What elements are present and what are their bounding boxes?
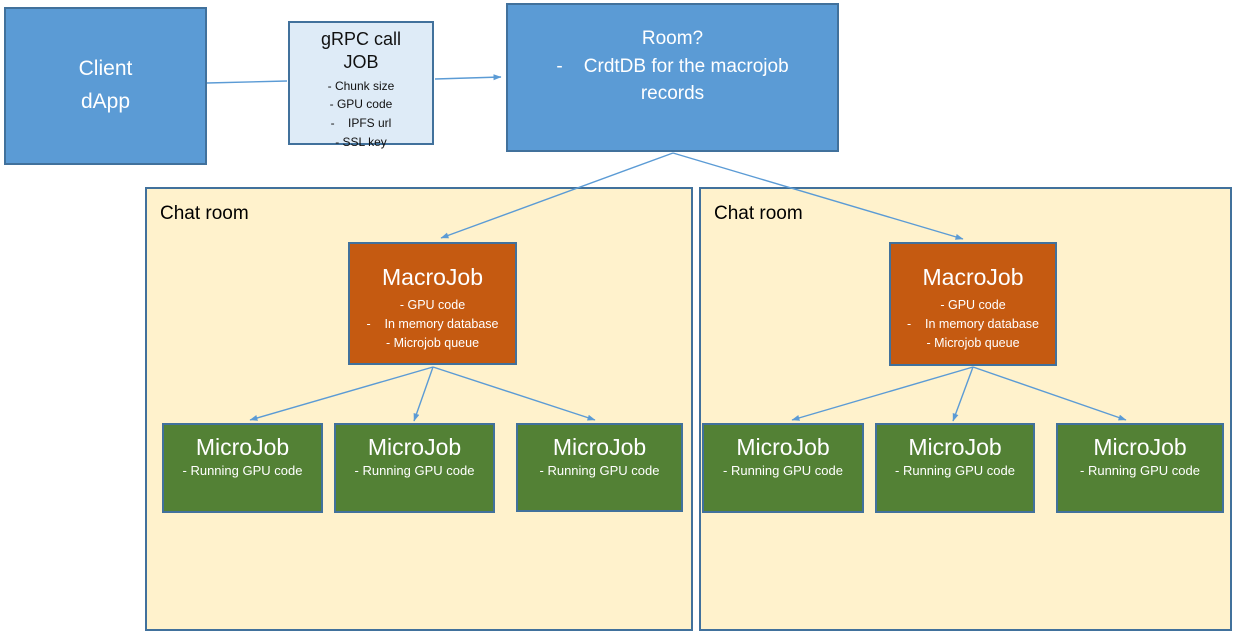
microjob-title: MicroJob (552, 434, 647, 460)
microjob-title: MicroJob (1093, 434, 1187, 460)
room-description: - CrdtDB for the macrojob records (556, 55, 789, 105)
microjob-bullet-running-gpu-code: - Running GPU code (182, 463, 303, 478)
microjob-title: MicroJob (736, 434, 830, 460)
microjob-title: MicroJob (908, 434, 1002, 460)
microjob-bullet-running-gpu-code: - Running GPU code (539, 463, 660, 478)
chat-room-label: Chat room (714, 203, 803, 224)
macrojob-bullet-gpu-code: - GPU code (940, 298, 1006, 312)
microjob-title: MicroJob (195, 434, 290, 460)
microjob-bullet-running-gpu-code: - Running GPU code (895, 463, 1015, 478)
microjob-bullet-running-gpu-code: - Running GPU code (1080, 463, 1200, 478)
macrojob-bullet-gpu-code: - GPU code (399, 298, 466, 312)
grpc-bullet-ipfs-url: - IPFS url (330, 115, 392, 130)
macrojob-bullet-in-memory-db: - In memory database (906, 316, 1039, 331)
microjob-title: MicroJob (367, 434, 462, 460)
grpc-bullet-ssl-key: - SSL key (335, 134, 387, 149)
grpc-bullet-chunk-size: - Chunk size (327, 78, 395, 93)
macrojob-bullet-microjob-queue: - Microjob queue (385, 335, 480, 350)
macrojob-title: MacroJob (382, 264, 483, 290)
macrojob-bullet-microjob-queue: - Microjob queue (926, 335, 1020, 350)
client-dapp-title: Client dApp (78, 57, 133, 113)
microjob-node-right-2: MicroJob - Running GPU code (875, 423, 1035, 513)
macrojob-bullet-in-memory-db: - In memory database (366, 316, 499, 331)
macrojob-node-right: MacroJob - GPU code - In memory database… (889, 242, 1057, 366)
grpc-bullet-gpu-code: - GPU code (329, 97, 393, 112)
microjob-node-left-2: MicroJob - Running GPU code (334, 423, 495, 513)
client-dapp-node: Client dApp (4, 7, 207, 165)
macrojob-node-left: MacroJob - GPU code - In memory database… (348, 242, 517, 365)
microjob-node-left-1: MicroJob - Running GPU code (162, 423, 323, 513)
microjob-bullet-running-gpu-code: - Running GPU code (354, 463, 475, 478)
chat-room-label: Chat room (160, 203, 249, 224)
room-title: Room? (641, 28, 704, 49)
room-crdtdb-node: Room? - CrdtDB for the macrojob records (506, 3, 839, 152)
microjob-node-right-3: MicroJob - Running GPU code (1056, 423, 1224, 513)
microjob-node-right-1: MicroJob - Running GPU code (702, 423, 864, 513)
macrojob-title: MacroJob (922, 264, 1024, 290)
arrow-client-to-room-seg1 (206, 80, 288, 84)
microjob-node-left-3: MicroJob - Running GPU code (516, 423, 683, 512)
microjob-bullet-running-gpu-code: - Running GPU code (723, 463, 843, 478)
arrow-client-to-room-seg2 (434, 74, 502, 81)
grpc-call-job-title: gRPC call JOB (320, 29, 402, 73)
grpc-call-job-node: gRPC call JOB - Chunk size - GPU code - … (288, 21, 434, 149)
